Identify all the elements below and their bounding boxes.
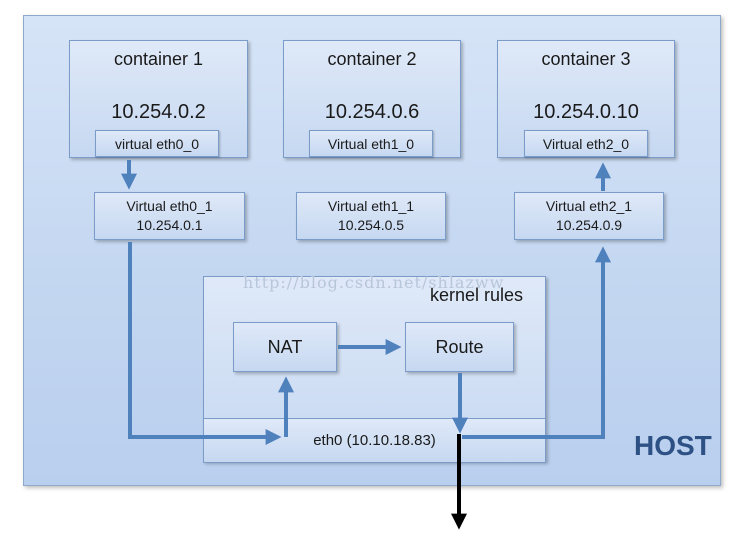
watermark-text: http://blog.csdn.net/shlazww (243, 273, 505, 292)
eth0-interface: eth0 (10.10.18.83) (203, 418, 546, 463)
host-veth-1-name: Virtual eth1_1 (327, 198, 415, 214)
route-node: Route (405, 322, 514, 372)
container-3-title: container 3 (541, 49, 631, 69)
host-veth-1-ip: 10.254.0.5 (337, 217, 405, 233)
host-veth-2-name: Virtual eth2_1 (545, 198, 633, 214)
kernel-rules-label: kernel rules (430, 285, 524, 305)
container-1-ip: 10.254.0.2 (111, 101, 206, 123)
container-2-ip: 10.254.0.6 (324, 101, 420, 123)
host-label: HOST (634, 430, 712, 461)
nat-node: NAT (233, 322, 337, 372)
container-2-title: container 2 (327, 49, 417, 69)
container-1-title: container 1 (113, 49, 204, 69)
host-veth-0-ip: 10.254.0.1 (136, 217, 203, 233)
container-2-inner-eth: Virtual eth1_0 (309, 130, 433, 157)
host-veth-2-ip: 10.254.0.9 (555, 217, 623, 233)
arrow-eth0-to-veth2 (462, 246, 611, 439)
container-1-inner-eth: virtual eth0_0 (95, 130, 219, 157)
host-veth-2: Virtual eth2_1 10.254.0.9 (514, 192, 664, 240)
arrow-veth0-to-eth0 (128, 242, 282, 445)
host-veth-0: Virtual eth0_1 10.254.0.1 (94, 192, 245, 240)
container-3-ip: 10.254.0.10 (533, 101, 639, 123)
container-3-inner-eth: Virtual eth2_0 (524, 130, 648, 157)
host-veth-1: Virtual eth1_1 10.254.0.5 (296, 192, 446, 240)
host-veth-0-name: Virtual eth0_1 (126, 198, 213, 214)
